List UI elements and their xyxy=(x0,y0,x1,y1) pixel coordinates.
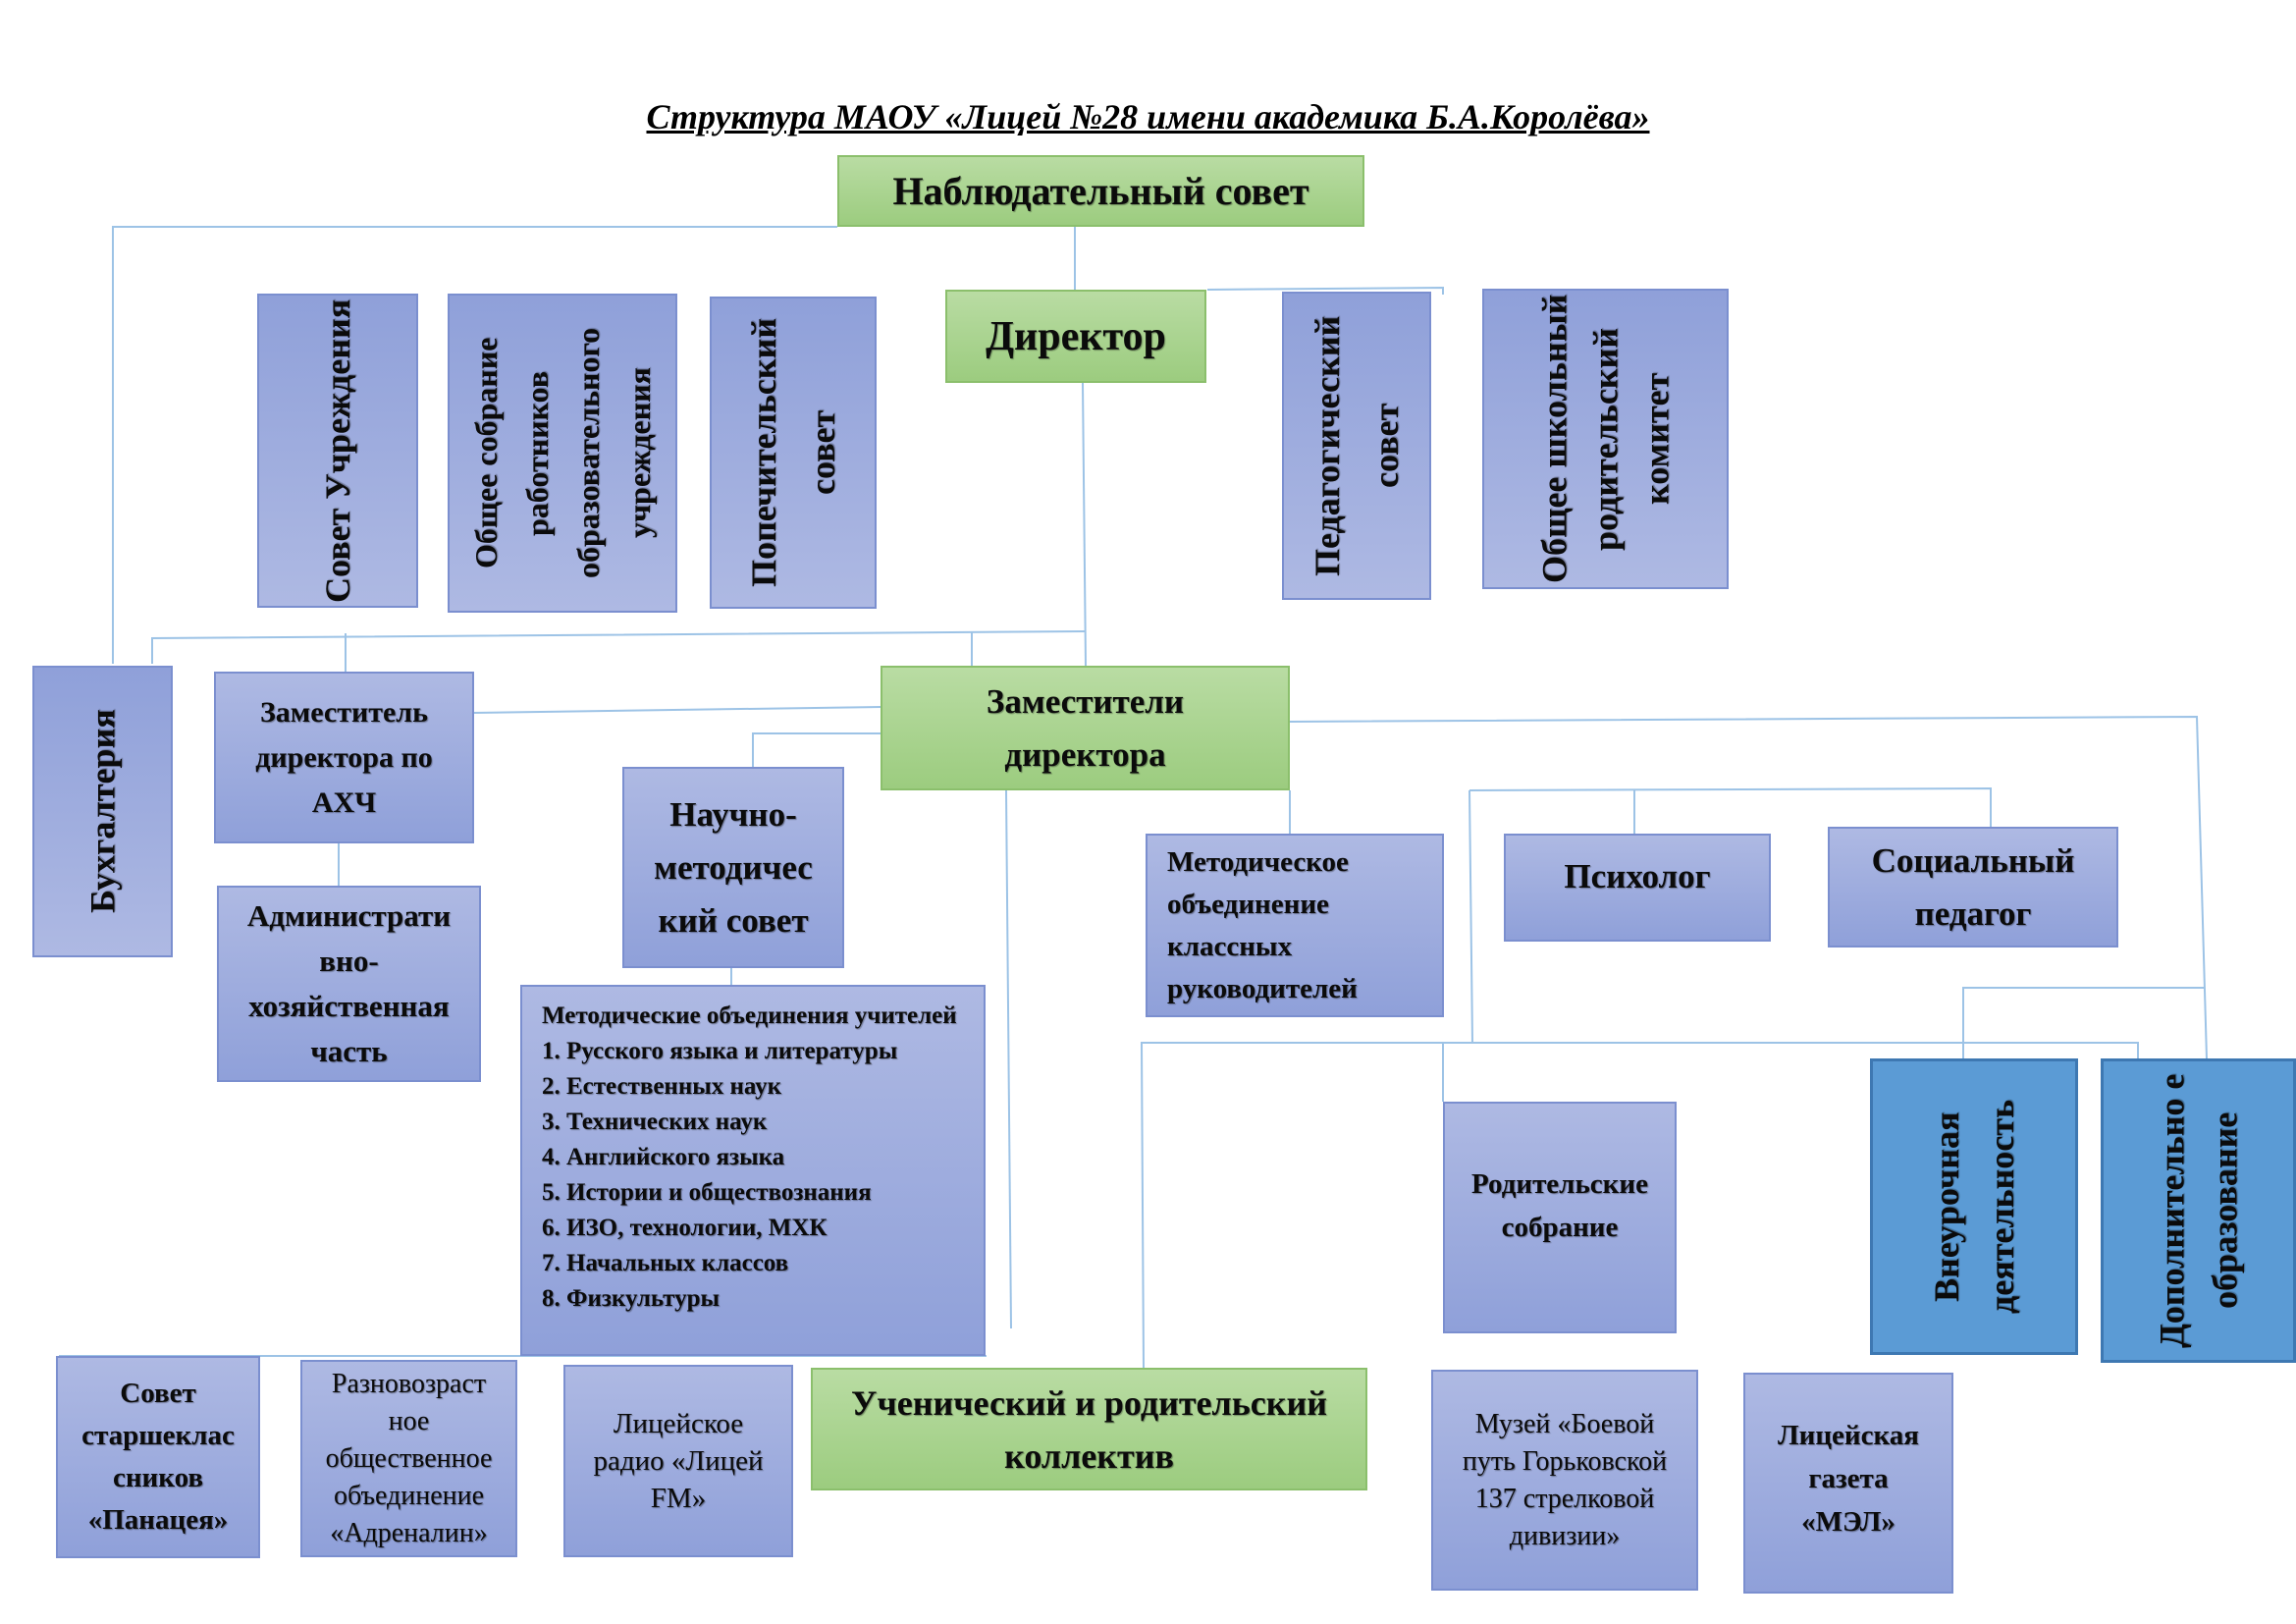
connector xyxy=(1289,715,2208,1059)
teachers-mo-node: Методические объединения учителей 1. Рус… xyxy=(520,985,986,1356)
connector xyxy=(1962,987,2204,1062)
connector xyxy=(1468,789,2139,1058)
connector xyxy=(752,732,881,767)
radio-node: Лицейское радио «Лицей FM» xyxy=(563,1365,793,1557)
teachers-mo-item: 5. Истории и обществознания xyxy=(542,1179,872,1206)
deputy-ahch-node: Заместитель директора по АХЧ xyxy=(214,672,474,843)
teachers-mo-item: 8. Физкультуры xyxy=(542,1285,721,1312)
newspaper-node: Лицейская газета «МЭЛ» xyxy=(1743,1373,1953,1594)
observ-council-node: Наблюдательный совет xyxy=(837,155,1364,227)
connector xyxy=(1468,786,1992,827)
accounting-node: Бухгалтерия xyxy=(32,666,173,957)
council-node: Совет Учреждения xyxy=(257,294,418,608)
additional-education-node: Дополнительно е образование xyxy=(2101,1058,2296,1363)
parent-committee-node: Общее школьный родительский комитет xyxy=(1482,289,1729,589)
class-teachers-mo-node: Методическое объединение классных руково… xyxy=(1146,834,1444,1017)
connector xyxy=(1140,1042,1472,1369)
teachers-mo-item: 2. Естественных наук xyxy=(542,1073,782,1100)
teachers-mo-item: 6. ИЗО, технологии, МХК xyxy=(542,1215,828,1241)
connector xyxy=(151,630,1087,664)
general-meeting-node: Общее собрание работников образовательно… xyxy=(448,294,677,613)
ped-council-node: Педагогический совет xyxy=(1282,292,1431,600)
diagram-title: Структура МАОУ «Лицей №28 имени академик… xyxy=(646,97,1650,136)
connector xyxy=(112,226,837,664)
deputies-node: Заместители директора xyxy=(881,666,1290,790)
teachers-mo-item: 7. Начальных классов xyxy=(542,1250,789,1276)
connector xyxy=(1082,382,1087,667)
social-teacher-node: Социальный педагог xyxy=(1828,827,2118,947)
teachers-mo-item: 1. Русского языка и литературы xyxy=(542,1038,898,1064)
adrenalin-node: Разновозраст ное общественное объединени… xyxy=(300,1360,517,1557)
teachers-mo-item: 4. Английского языка xyxy=(542,1144,785,1170)
connector xyxy=(1206,286,1444,295)
teachers-mo-header: Методические объединения учителей xyxy=(542,1002,957,1029)
teachers-mo-item: 3. Технических наук xyxy=(542,1109,768,1135)
extracurricular-node: Внеурочная деятельность xyxy=(1870,1058,2078,1355)
science-methodical-council-node: Научно-методичес кий совет xyxy=(622,767,844,968)
connector xyxy=(1005,789,1012,1329)
trustees-node: Попечительский совет xyxy=(710,297,877,609)
students-parents-collective-node: Ученический и родительский коллектив xyxy=(811,1368,1367,1490)
connector xyxy=(472,706,881,714)
parent-meetings-node: Родительские собрание xyxy=(1443,1102,1677,1333)
director-node: Директор xyxy=(945,290,1206,383)
museum-node: Музей «Боевой путь Горьковской 137 стрел… xyxy=(1431,1370,1698,1591)
senior-council-node: Совет старшеклас сников «Панацея» xyxy=(56,1356,260,1558)
admin-economic-node: Администрати вно-хозяйственная часть xyxy=(217,886,481,1082)
psychologist-node: Психолог xyxy=(1504,834,1771,942)
